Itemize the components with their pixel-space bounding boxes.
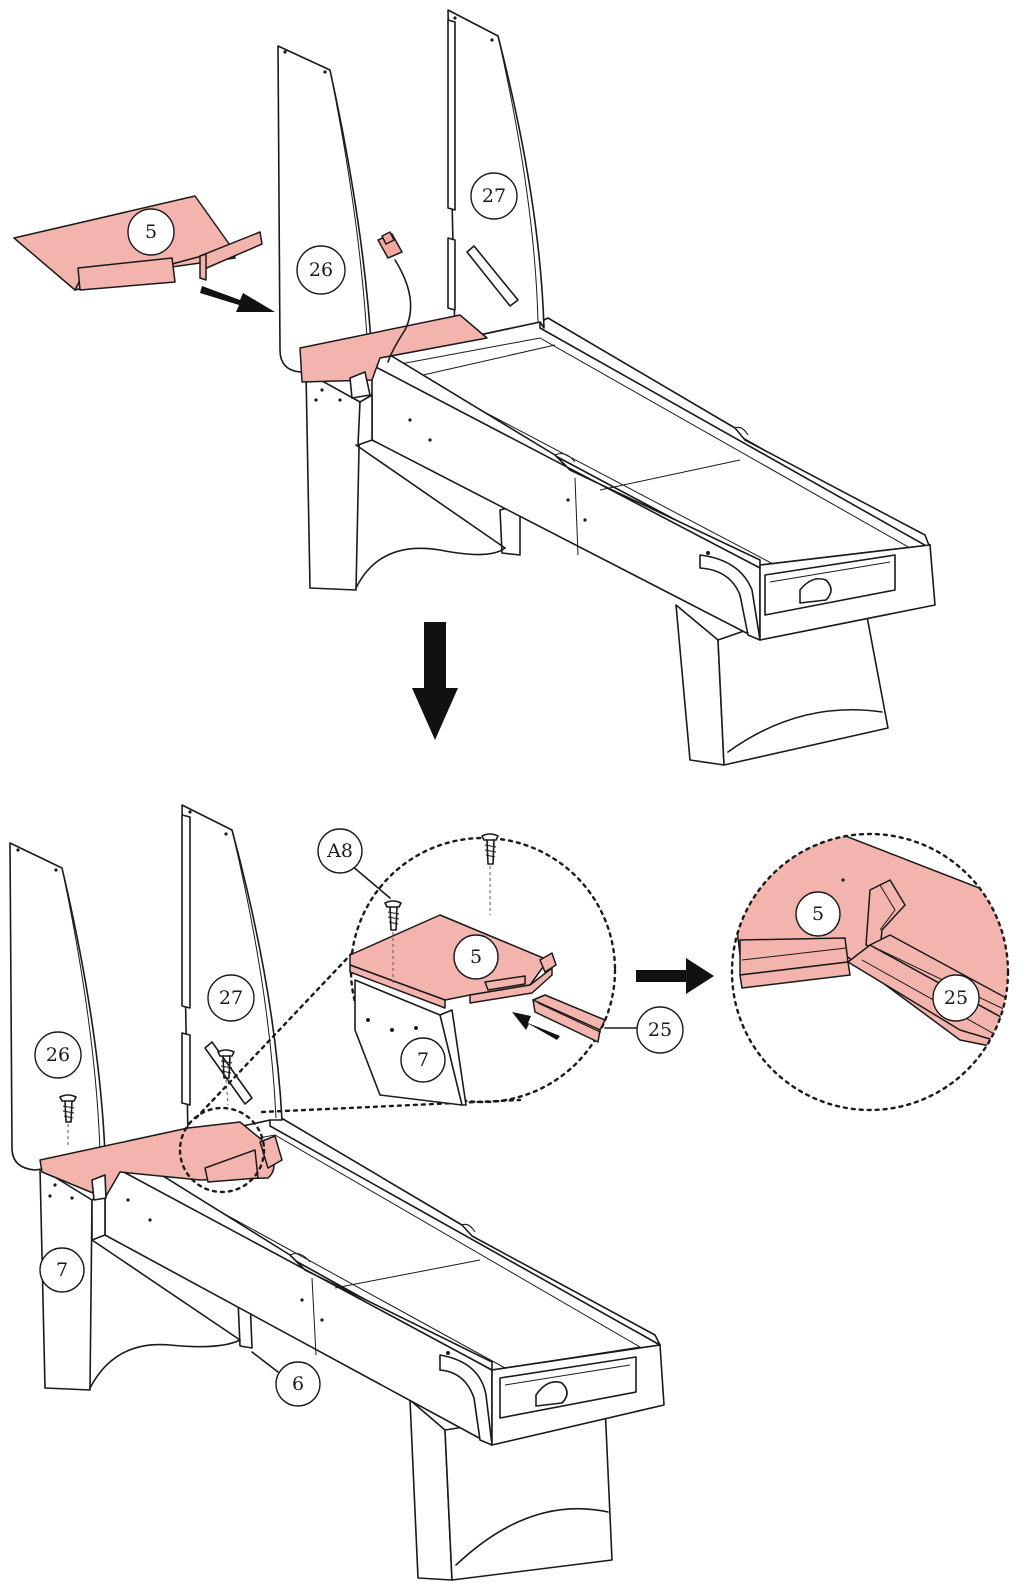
callout-26-bottom: 26 (34, 1031, 82, 1079)
callout-25-detail: 25 (636, 1006, 684, 1054)
callout-26-top: 26 (296, 245, 346, 295)
callout-label: 5 (145, 221, 157, 243)
screw-icon (217, 1049, 235, 1106)
callout-25-result: 25 (932, 974, 980, 1022)
callout-a8: A8 (317, 828, 363, 874)
arrow-right-icon (200, 286, 275, 312)
arrow-down-icon (412, 622, 458, 740)
callout-5-top: 5 (127, 208, 175, 256)
part-5-top (13, 195, 263, 291)
callout-label: 25 (648, 1019, 672, 1041)
callout-label: 26 (309, 259, 333, 281)
callout-label: 26 (46, 1044, 70, 1066)
callout-5-detail: 5 (453, 934, 499, 980)
callout-label: 27 (482, 185, 506, 207)
callout-5-result: 5 (795, 891, 841, 937)
callout-label: 7 (417, 1049, 429, 1071)
top-assembly (13, 9, 936, 766)
callout-27-top: 27 (470, 172, 518, 220)
callout-7-bottom: 7 (39, 1247, 85, 1293)
panel-26-bottom (9, 842, 106, 1171)
callout-27-bottom: 27 (207, 974, 255, 1022)
callout-label: A8 (326, 840, 353, 862)
bottom-assembly (9, 804, 665, 1581)
callout-label: 7 (56, 1259, 68, 1281)
callout-label: 6 (292, 1373, 304, 1395)
bottom-pink-floor (39, 1121, 283, 1201)
panel-27-bottom (181, 804, 283, 1139)
top-lane (371, 317, 936, 641)
top-left-leg (305, 371, 506, 591)
bottom-lane (104, 1115, 665, 1446)
callout-label: 5 (812, 903, 824, 925)
screw-icon (59, 1094, 77, 1145)
callout-7-detail: 7 (400, 1037, 446, 1083)
zoom-circle-small (178, 1106, 266, 1194)
callout-label: 27 (219, 987, 243, 1009)
zoom-circle-detail (344, 833, 639, 1106)
callout-label: 25 (944, 987, 968, 1009)
panel-26-top (277, 45, 373, 373)
bottom-right-leg (237, 1297, 613, 1581)
zoom-circle-result (730, 832, 1010, 1112)
arrow-right-icon (636, 958, 714, 994)
cable-plug-icon (377, 231, 412, 363)
callout-label: 5 (470, 946, 482, 968)
callout-6-bottom: 6 (251, 1351, 321, 1407)
